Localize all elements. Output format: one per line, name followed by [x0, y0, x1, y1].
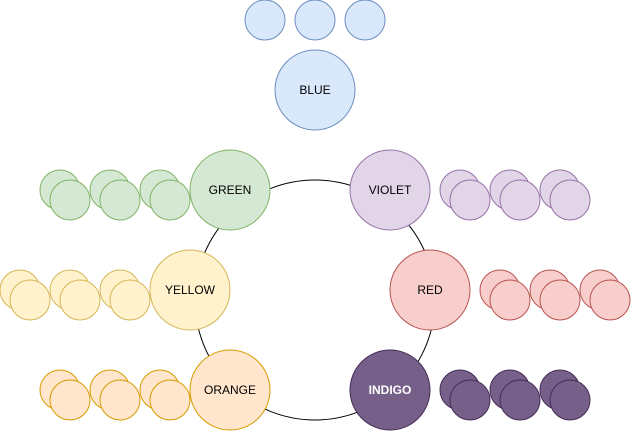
red-small-circle — [489, 279, 531, 321]
blue-small-circle — [294, 0, 336, 41]
red-label: RED — [417, 283, 443, 297]
yellow-small-circle — [59, 279, 101, 321]
blue-small-circle — [244, 0, 286, 41]
node-indigo[interactable]: INDIGO — [349, 349, 431, 431]
indigo-small-circle — [499, 379, 541, 421]
node-blue[interactable]: BLUE — [274, 49, 356, 131]
violet-label: VIOLET — [369, 183, 412, 197]
indigo-small-circles — [439, 369, 591, 421]
red-small-circle — [539, 279, 581, 321]
green-small-circle — [99, 179, 141, 221]
blue-circle — [274, 49, 356, 131]
blue-small-circles — [244, 0, 386, 41]
node-yellow[interactable]: YELLOW — [149, 249, 231, 331]
violet-small-circle — [549, 179, 591, 221]
green-small-circles — [39, 169, 191, 221]
orange-label: ORANGE — [204, 383, 256, 397]
indigo-small-circle — [549, 379, 591, 421]
green-label: GREEN — [209, 183, 252, 197]
node-violet[interactable]: VIOLET — [349, 149, 431, 231]
indigo-circle — [349, 349, 431, 431]
green-small-circle — [49, 179, 91, 221]
yellow-small-circle — [109, 279, 151, 321]
violet-circle — [349, 149, 431, 231]
orange-small-circle — [149, 379, 191, 421]
violet-small-circle — [449, 179, 491, 221]
node-green[interactable]: GREEN — [189, 149, 271, 231]
yellow-circle — [149, 249, 231, 331]
orange-small-circle — [99, 379, 141, 421]
orange-circle — [189, 349, 271, 431]
yellow-label: YELLOW — [165, 283, 216, 297]
green-circle — [189, 149, 271, 231]
red-circle — [389, 249, 471, 331]
blue-small-circle — [344, 0, 386, 41]
red-small-circle — [589, 279, 631, 321]
violet-small-circles — [439, 169, 591, 221]
orange-small-circle — [49, 379, 91, 421]
yellow-small-circle — [9, 279, 51, 321]
yellow-small-circles — [0, 269, 151, 321]
orange-small-circles — [39, 369, 191, 421]
node-orange[interactable]: ORANGE — [189, 349, 271, 431]
green-small-circle — [149, 179, 191, 221]
red-small-circles — [479, 269, 631, 321]
indigo-label: INDIGO — [369, 383, 412, 397]
violet-small-circle — [499, 179, 541, 221]
node-red[interactable]: RED — [389, 249, 471, 331]
blue-label: BLUE — [299, 83, 330, 97]
indigo-small-circle — [449, 379, 491, 421]
